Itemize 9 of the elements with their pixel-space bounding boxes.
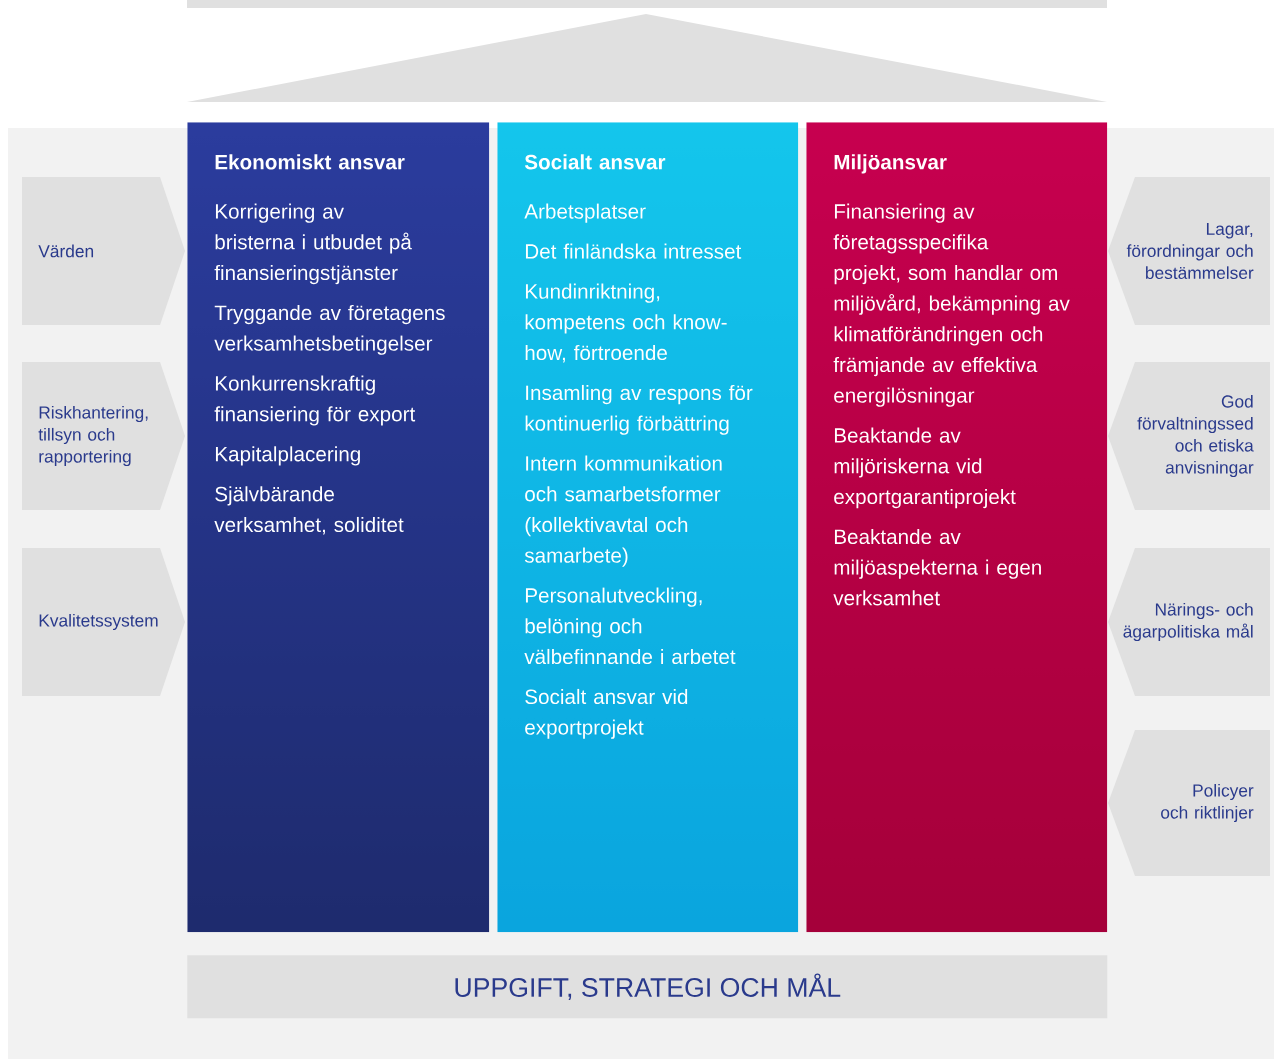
chevron-box: Lagar, förordningar och bestämmelser: [1108, 177, 1270, 325]
pillar: Miljöansvar Finansiering av företagsspecifika projekt, som handlar om miljövård, bekämpning av klimatförändringen och främjande av effektiva energilösningar Beaktande av miljöriskerna vid exportgarantiprojekt Beaktande av miljöaspekterna i egen verksamhet: [833, 154, 1070, 606]
pillar: Socialt ansvar Arbetsplatser Det finländska intresset Kundinriktning, kompetens och know-how, förtroende Insamling av respons för kontinuerlig förbättring Intern kommunikation och samarbetsformer (kollektivavtal och samarbete) Personalutveckling, belöning och välbefinnande i arbetet Socialt ansvar vid exportprojekt: [524, 154, 753, 739]
chevron-box: Policyer och riktlinjer: [1108, 730, 1270, 876]
chevron-box: Värden: [22, 177, 185, 325]
chevron-box: Riskhantering, tillsyn och rapportering: [22, 362, 185, 510]
foundation-bar: UPPGIFT, STRATEGI OCH MÅL: [187, 955, 1108, 1019]
chevron-box: Kvalitetssystem: [22, 548, 185, 696]
pillar: Ekonomiskt ansvar Korrigering av bristerna i utbudet på finansieringstjänster Tryggande av företagens verksamhetsbetingelser Konkurrenskraftig finansiering för export Kapitalplacering Självbärande verksamhet, soliditet: [214, 154, 445, 535]
